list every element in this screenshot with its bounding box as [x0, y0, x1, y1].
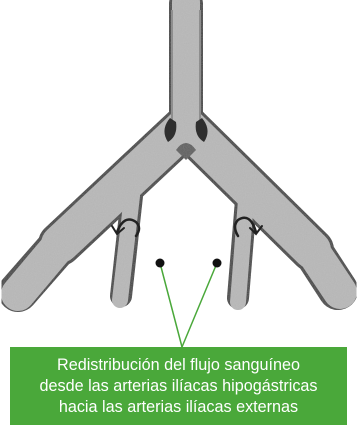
right-leader-line	[182, 263, 217, 347]
left-leader-line	[160, 263, 182, 347]
caption-line-1: Redistribución del flujo sanguíneo	[57, 355, 300, 376]
caption-box: Redistribución del flujo sanguíneo desde…	[10, 347, 347, 425]
caption-line-3: hacia las arterias ilíacas externas	[59, 397, 298, 418]
caption-line-2: desde las arterias ilíacas hipogástricas	[39, 376, 317, 397]
left-marker-dot-icon	[156, 259, 165, 268]
vessel-tree	[18, 2, 340, 302]
right-marker-dot-icon	[213, 259, 222, 268]
